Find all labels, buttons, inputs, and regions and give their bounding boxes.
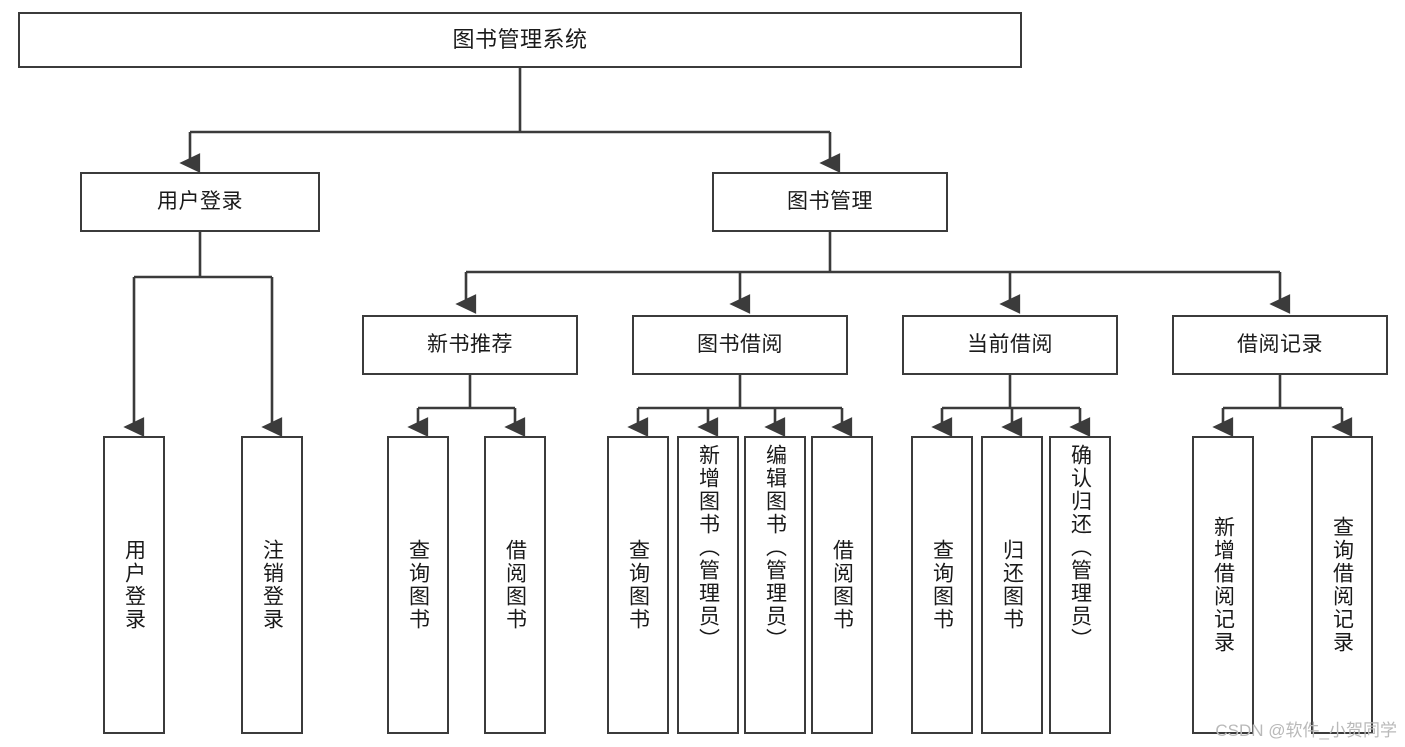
node-borrow-record[interactable]: 借阅记录 [1172,315,1388,375]
node-book-manage-label: 图书管理 [787,189,873,213]
leaf-borrow-book-2-label: 借阅图书 [830,539,854,631]
leaf-borrow-book-1[interactable]: 借阅图书 [484,436,546,734]
leaf-user-login[interactable]: 用户登录 [103,436,165,734]
node-book-manage[interactable]: 图书管理 [712,172,948,232]
leaf-edit-book[interactable]: 编辑图书（管理员） [744,436,806,734]
leaf-confirm-return[interactable]: 确认归还（管理员） [1049,436,1111,734]
leaf-logout-login[interactable]: 注销登录 [241,436,303,734]
leaf-add-record[interactable]: 新增借阅记录 [1192,436,1254,734]
leaf-query-book-2[interactable]: 查询图书 [607,436,669,734]
leaf-query-book-1-label: 查询图书 [406,539,430,631]
node-root-label: 图书管理系统 [452,27,588,53]
leaf-borrow-book-1-label: 借阅图书 [503,539,527,631]
leaf-add-book-label: 新增图书（管理员） [696,444,720,651]
leaf-add-record-label: 新增借阅记录 [1211,516,1235,654]
leaf-add-book[interactable]: 新增图书（管理员） [677,436,739,734]
node-book-borrow-label: 图书借阅 [697,332,783,356]
node-current-borrow[interactable]: 当前借阅 [902,315,1118,375]
node-new-book-recommend-label: 新书推荐 [427,332,513,356]
leaf-query-book-3-label: 查询图书 [930,539,954,631]
node-book-borrow[interactable]: 图书借阅 [632,315,848,375]
watermark: CSDN @软件_小贺同学 [1215,721,1397,740]
leaf-return-book[interactable]: 归还图书 [981,436,1043,734]
leaf-query-book-3[interactable]: 查询图书 [911,436,973,734]
leaf-query-book-2-label: 查询图书 [626,539,650,631]
node-user-login[interactable]: 用户登录 [80,172,320,232]
leaf-return-book-label: 归还图书 [1000,539,1024,631]
leaf-logout-login-label: 注销登录 [260,539,284,631]
node-new-book-recommend[interactable]: 新书推荐 [362,315,578,375]
leaf-confirm-return-label: 确认归还（管理员） [1068,444,1092,651]
leaf-query-record[interactable]: 查询借阅记录 [1311,436,1373,734]
leaf-query-record-label: 查询借阅记录 [1330,516,1354,654]
node-user-login-label: 用户登录 [157,189,243,213]
node-borrow-record-label: 借阅记录 [1237,332,1323,356]
node-current-borrow-label: 当前借阅 [967,332,1053,356]
leaf-borrow-book-2[interactable]: 借阅图书 [811,436,873,734]
node-root[interactable]: 图书管理系统 [18,12,1022,68]
leaf-edit-book-label: 编辑图书（管理员） [763,444,787,651]
leaf-user-login-label: 用户登录 [122,539,146,631]
leaf-query-book-1[interactable]: 查询图书 [387,436,449,734]
